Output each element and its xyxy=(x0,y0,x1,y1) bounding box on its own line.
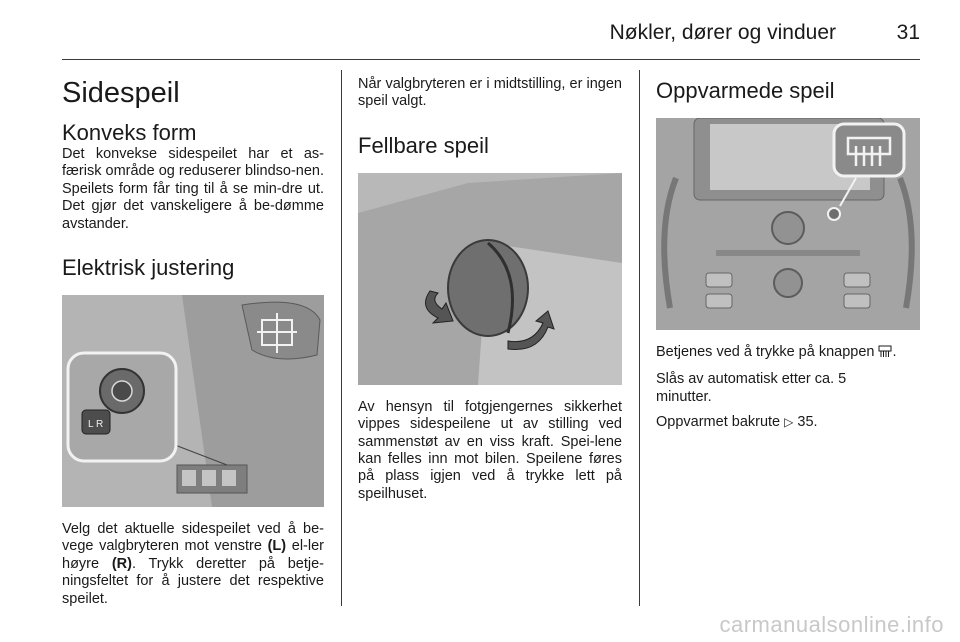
heated-mirror-button-illustration xyxy=(656,118,920,330)
subsection-title-folding: Fellbare speil xyxy=(358,132,489,158)
chapter-title: Nøkler, dører og vinduer xyxy=(609,21,836,44)
electric-paragraph: Velg det aktuelle sidespeilet ved å be-v… xyxy=(62,521,325,607)
column-2: Når valgbryteren er i midtstilling, er i… xyxy=(358,74,622,503)
watermark: carmanualsonline.info xyxy=(719,612,944,637)
svg-text:L R: L R xyxy=(88,419,103,430)
column-divider xyxy=(639,70,640,606)
mirror-switch-drawing: L R xyxy=(62,295,324,508)
page-reference-arrow-icon: ▷ xyxy=(784,415,794,430)
console-drawing xyxy=(656,118,920,330)
auto-off-paragraph: Slås av automatisk etter ca. 5 minutter. xyxy=(656,371,847,405)
column-3: Oppvarmede speil Betjenes ved å trykke p… xyxy=(656,74,920,432)
folding-mirror-illustration xyxy=(358,172,622,385)
neutral-paragraph: Når valgbryteren er i midtstilling, er i… xyxy=(358,76,622,110)
page-number: 31 xyxy=(896,21,920,44)
folding-paragraph: Av hensyn til fotgjengernes sikkerhet vi… xyxy=(358,398,622,502)
page-reference-link[interactable]: 35. xyxy=(797,414,818,431)
column-1: Sidespeil Konveks form Det konvekse side… xyxy=(62,74,324,608)
page-header: Nøkler, dører og vinduer 31 xyxy=(62,18,920,60)
section-title: Sidespeil xyxy=(62,77,180,109)
heated-usage-paragraph: Betjenes ved å trykke på knappen . xyxy=(656,344,920,363)
column-divider xyxy=(341,70,342,606)
convex-paragraph: Det konvekse sidespeilet har et as-færis… xyxy=(62,146,324,232)
rear-window-reference: Oppvarmet bakrute ▷ 35. xyxy=(656,414,818,431)
subsection-title-convex: Konveks form xyxy=(62,120,197,145)
folding-mirror-drawing xyxy=(358,172,622,385)
subsection-title-electric: Elektrisk justering xyxy=(62,255,235,281)
heater-icon xyxy=(878,345,892,363)
mirror-switch-illustration: L R xyxy=(62,295,324,508)
subsection-title-heated: Oppvarmede speil xyxy=(656,78,835,103)
